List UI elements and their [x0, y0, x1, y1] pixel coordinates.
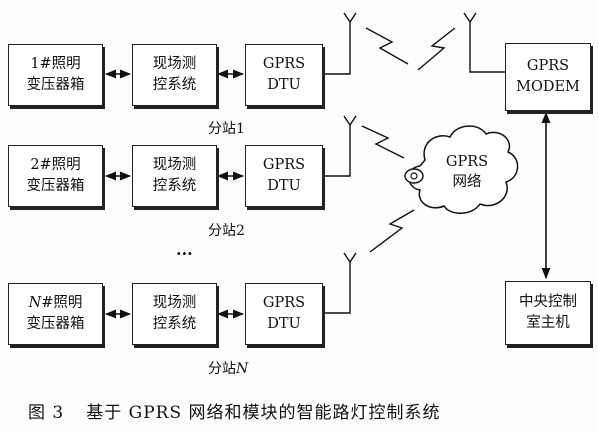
dtu-line1-1: GPRS — [262, 56, 306, 72]
station-label-1: 分站1 — [208, 118, 245, 138]
modem-line2: MODEM — [516, 79, 580, 95]
transformer-line1-n: N#照明 — [29, 293, 83, 314]
station-label-suffix-2: 2 — [236, 223, 245, 239]
station-label-suffix-n: N — [236, 361, 249, 377]
gprs-network-cloud-icon — [408, 125, 519, 214]
station-label-suffix-1: 1 — [236, 121, 245, 137]
center-line2: 室主机 — [526, 315, 570, 331]
gprs-network-label: GPRS 网络 — [444, 152, 490, 192]
center-line1: 中央控制 — [519, 294, 577, 310]
transformer-box-n: N#照明 变压器箱 — [8, 283, 103, 345]
gprs-dtu-box-2: GPRS DTU — [245, 145, 323, 207]
modem-line1: GPRS — [526, 58, 570, 74]
station-label-prefix-2: 分站 — [208, 223, 236, 239]
control-system-box-2: 现场测 控系统 — [132, 145, 217, 207]
control-line2-n: 控系统 — [152, 316, 197, 332]
station-label-n: 分站N — [208, 358, 248, 378]
central-control-host-box: 中央控制 室主机 — [505, 281, 591, 345]
station-label-2: 分站2 — [208, 220, 245, 240]
transformer-line1-2: 2#照明 — [30, 157, 81, 173]
transformer-line1-rest-n: #照明 — [41, 295, 83, 311]
antenna-icon-modem — [463, 12, 505, 73]
transformer-line2-2: 变压器箱 — [26, 178, 85, 194]
antenna-icon-2 — [325, 115, 357, 177]
gprs-dtu-box-1: GPRS DTU — [245, 44, 323, 106]
dtu-line1-2: GPRS — [262, 157, 306, 173]
dtu-line2-1: DTU — [267, 77, 301, 93]
transformer-italic-prefix-n: N — [28, 295, 42, 311]
station-label-prefix-1: 分站 — [208, 121, 236, 137]
figure-caption: 图 3 基于 GPRS 网络和模块的智能路灯控制系统 — [28, 398, 441, 423]
wireless-bolt-icon-2 — [361, 125, 405, 159]
cloud-line1: GPRS — [445, 154, 489, 170]
control-line1-n: 现场测 — [152, 295, 197, 311]
wireless-bolt-icon-modem — [417, 27, 456, 71]
transformer-line2-n: 变压器箱 — [26, 316, 85, 332]
control-line2-2: 控系统 — [152, 178, 197, 194]
network-node-icon — [404, 168, 424, 184]
dtu-line2-2: DTU — [267, 178, 301, 194]
transformer-box-1: 1#照明 变压器箱 — [8, 44, 103, 106]
antenna-icon-1 — [325, 12, 357, 75]
dtu-line1-n: GPRS — [262, 295, 306, 311]
antenna-icon-n — [325, 252, 357, 314]
station-label-prefix-n: 分站 — [208, 361, 236, 377]
ellipsis: ··· — [176, 244, 193, 263]
gprs-dtu-box-n: GPRS DTU — [245, 283, 323, 345]
gprs-modem-box: GPRS MODEM — [505, 43, 591, 111]
control-line1-1: 现场测 — [152, 56, 197, 72]
figure-number: 图 3 — [28, 403, 65, 423]
control-line1-2: 现场测 — [152, 157, 197, 173]
cloud-line2: 网络 — [452, 174, 482, 190]
figure-title: 基于 GPRS 网络和模块的智能路灯控制系统 — [86, 403, 441, 423]
dtu-line2-n: DTU — [267, 316, 301, 332]
transformer-line2-1: 变压器箱 — [26, 77, 85, 93]
control-system-box-1: 现场测 控系统 — [132, 44, 217, 106]
transformer-line1-1: 1#照明 — [30, 56, 81, 72]
control-line2-1: 控系统 — [152, 77, 197, 93]
control-system-box-n: 现场测 控系统 — [132, 283, 217, 345]
wireless-bolt-icon-n — [369, 209, 415, 253]
wireless-bolt-icon-1 — [365, 27, 409, 65]
transformer-box-2: 2#照明 变压器箱 — [8, 145, 103, 207]
